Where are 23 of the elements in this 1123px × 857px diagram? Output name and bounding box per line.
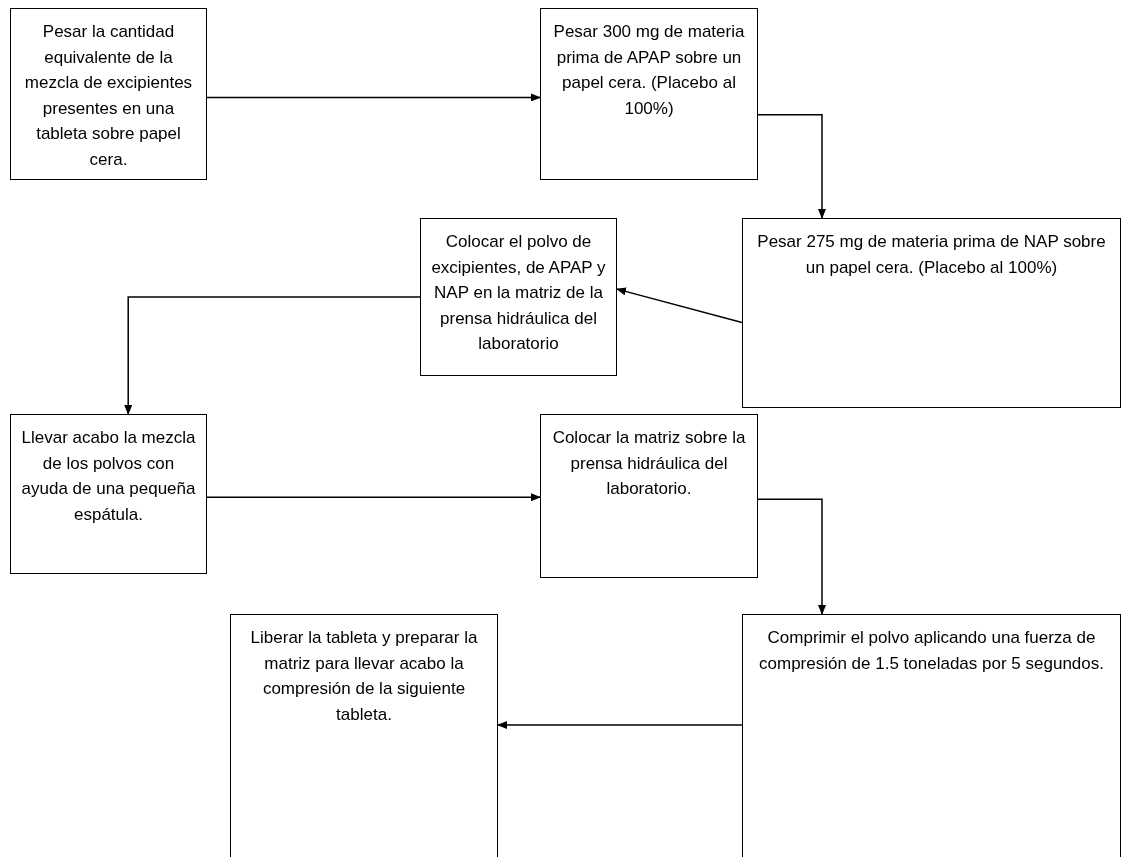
arrow xyxy=(616,287,743,324)
step-text: Pesar 275 mg de materia prima de NAP sobre un papel cera. (Placebo al 100%) xyxy=(756,231,1107,279)
process-box xyxy=(540,414,758,578)
process-box xyxy=(10,8,207,180)
arrow xyxy=(124,296,421,415)
arrow xyxy=(206,493,541,502)
step-text: Comprimir el polvo aplicando una fuerza de compresión de 1.5 toneladas por 5 segundos. xyxy=(758,627,1105,675)
process-box xyxy=(420,218,617,376)
process-box xyxy=(742,614,1121,857)
arrow xyxy=(206,93,541,102)
step-text: Liberar la tableta y preparar la matriz para llevar acabo la compresión de la siguiente tableta. xyxy=(249,627,479,726)
arrow xyxy=(757,113,826,219)
process-box xyxy=(230,614,498,857)
step-text: Colocar el polvo de excipientes, de APAP y NAP en la matriz de la prensa hidráulica del laboratorio xyxy=(430,231,607,355)
process-box xyxy=(540,8,758,180)
arrow xyxy=(757,498,826,615)
arrow xyxy=(497,721,743,729)
process-box xyxy=(10,414,207,574)
process-box xyxy=(742,218,1121,408)
step-text: Pesar la cantidad equivalente de la mezcla de excipientes presentes en una tableta sobre papel cera. xyxy=(23,21,194,171)
step-text: Pesar 300 mg de materia prima de APAP sobre un papel cera. (Placebo al 100%) xyxy=(552,21,746,120)
step-text: Colocar la matriz sobre la prensa hidráulica del laboratorio. xyxy=(551,427,747,500)
step-text: Llevar acabo la mezcla de los polvos con ayuda de una pequeña espátula. xyxy=(20,427,197,526)
